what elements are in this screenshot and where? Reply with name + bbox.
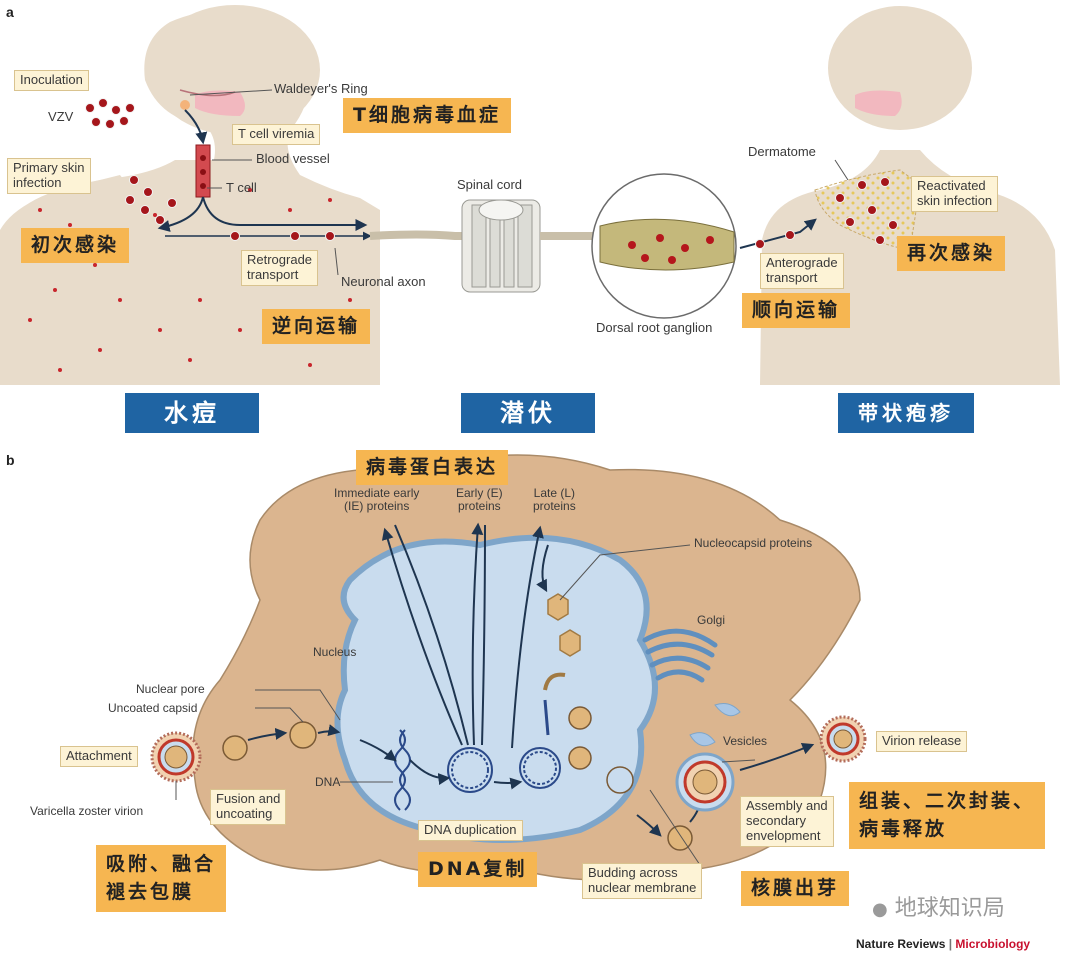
label-vzv: VZV (48, 109, 74, 124)
golgi (642, 628, 718, 683)
label-nucleus: Nucleus (313, 645, 357, 659)
label-t-cell-viremia: T cell viremia (232, 124, 321, 145)
vzv-particles (85, 98, 135, 129)
label-vzv-virion: Varicella zoster virion (30, 804, 144, 818)
journal-section: Microbiology (955, 937, 1031, 951)
label-fusion-uncoating: Fusion and uncoating (210, 789, 287, 825)
vzv-virion (150, 731, 202, 783)
label-spinal-cord: Spinal cord (457, 177, 523, 192)
label-waldeyer: Waldeyer's Ring (274, 81, 368, 96)
cn-primary-infection: 初次感染 (21, 228, 130, 263)
cn-budding: 核膜出芽 (741, 871, 850, 906)
cn-assembly: 组装、二次封装、 病毒释放 (849, 782, 1046, 850)
cn-reinfection: 再次感染 (897, 236, 1006, 271)
label-golgi: Golgi (697, 613, 726, 627)
label-inoculation: Inoculation (14, 70, 89, 91)
label-nucleocapsid-proteins: Nucleocapsid proteins (694, 536, 813, 550)
label-reactivated-skin: Reactivated skin infection (911, 176, 999, 212)
label-early-proteins: Early (E) proteins (456, 486, 503, 514)
label-uncoated-capsid: Uncoated capsid (108, 701, 198, 715)
released-virion (819, 715, 867, 763)
label-virion-release: Virion release (876, 731, 968, 752)
label-neuronal-axon: Neuronal axon (341, 274, 426, 289)
label-attachment: Attachment (60, 746, 138, 767)
label-t-cell: T cell (226, 180, 257, 195)
spinal-cord (461, 199, 541, 293)
label-blood-vessel: Blood vessel (256, 151, 330, 166)
label-vesicles: Vesicles (723, 734, 768, 748)
label-budding: Budding across nuclear membrane (582, 863, 703, 899)
wechat-icon: ● (872, 899, 888, 920)
label-assembly: Assembly and secondary envelopment (740, 796, 834, 847)
credit-separator: | (948, 937, 953, 951)
cn-dna-copy: DNA复制 (418, 852, 538, 887)
nucleus (334, 534, 658, 843)
cn-anterograde: 顺向运输 (742, 293, 851, 328)
label-ie-proteins: Immediate early (IE) proteins (334, 486, 420, 514)
dna-strands (394, 699, 561, 811)
journal-name: Nature Reviews (856, 937, 946, 951)
cn-retrograde: 逆向运输 (262, 309, 371, 344)
label-dna: DNA (315, 775, 341, 789)
label-late-proteins: Late (L) proteins (533, 486, 576, 514)
label-retrograde-transport: Retrograde transport (241, 250, 319, 286)
label-dorsal-root-ganglion: Dorsal root ganglion (596, 320, 713, 335)
nucleocapsids (547, 593, 581, 657)
cn-protein-expression: 病毒蛋白表达 (356, 450, 509, 485)
watermark: ● 地球知识局 (872, 896, 1005, 921)
label-primary-skin-infection: Primary skin infection (7, 158, 91, 194)
inner-capsids (568, 706, 634, 794)
stage-latency: 潜伏 (461, 393, 595, 433)
journal-credit: Nature Reviews | Microbiology (856, 937, 1031, 951)
cn-attach-fusion: 吸附、融合 褪去包膜 (96, 845, 227, 913)
label-dna-duplication: DNA duplication (418, 820, 523, 841)
panel-b-letter: b (6, 452, 15, 468)
label-dermatome: Dermatome (748, 144, 816, 159)
panel-a-letter: a (6, 4, 14, 20)
stage-shingles: 带状疱疹 (838, 393, 974, 433)
stage-chickenpox: 水痘 (125, 393, 259, 433)
label-nuclear-pore: Nuclear pore (136, 682, 205, 696)
label-anterograde-transport: Anterograde transport (760, 253, 844, 289)
assembly-virion (675, 752, 735, 812)
vesicles (689, 703, 741, 747)
cn-t-cell-viremia: T细胞病毒血症 (343, 98, 511, 133)
watermark-text: 地球知识局 (894, 896, 1005, 921)
neuronal-axon (369, 230, 470, 240)
